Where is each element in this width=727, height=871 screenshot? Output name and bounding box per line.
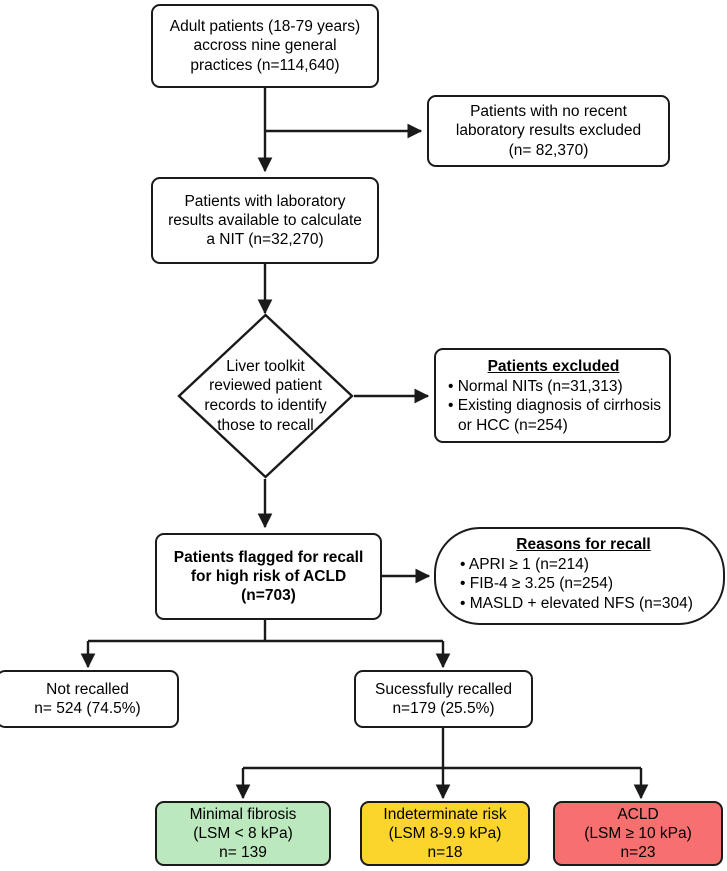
- node-excluded-no-labs-line-3: (n= 82,370): [508, 141, 589, 159]
- node-labs-available-line-2: results available to calculate: [168, 211, 362, 229]
- node-patients-excluded-bullet-1: • Normal NITs (n=31,313): [448, 378, 623, 396]
- node-toolkit-review-line-2: reviewed patient: [209, 377, 322, 395]
- node-minimal-fibrosis-line-2: (LSM < 8 kPa): [193, 824, 293, 842]
- node-flagged-line-2: for high risk of ACLD: [190, 567, 347, 585]
- node-acld: ACLD (LSM ≥ 10 kPa) n=23: [553, 801, 723, 866]
- node-labs-available-line-3: a NIT (n=32,270): [206, 231, 324, 249]
- node-recalled-line-1: Sucessfully recalled: [375, 680, 512, 698]
- node-toolkit-review-line-1: Liver toolkit: [226, 357, 305, 375]
- node-toolkit-review-label: Liver toolkit reviewed patient records t…: [177, 313, 354, 479]
- node-cohort-line-3: practices (n=114,640): [190, 56, 340, 74]
- node-reasons-for-recall-bullet-3: • MASLD + elevated NFS (n=304): [460, 594, 693, 612]
- node-indeterminate-risk-line-1: Indeterminate risk: [383, 805, 507, 823]
- node-flagged-line-1: Patients flagged for recall: [173, 548, 364, 566]
- node-patients-excluded-bullet-2: • Existing diagnosis of cirrhosis: [448, 397, 662, 415]
- node-toolkit-review-line-3: records to identify: [204, 397, 327, 414]
- node-excluded-no-labs-line-1: Patients with no recent: [470, 103, 627, 121]
- node-not-recalled: Not recalled n= 524 (74.5%): [0, 670, 179, 728]
- node-cohort-line-2: accross nine general: [193, 37, 337, 55]
- node-flagged-for-recall: Patients flagged for recall for high ris…: [155, 533, 382, 620]
- node-labs-available: Patients with laboratory results availab…: [151, 177, 379, 264]
- node-minimal-fibrosis-line-1: Minimal fibrosis: [189, 805, 297, 823]
- node-toolkit-review-line-4: those to recall: [217, 416, 314, 434]
- node-indeterminate-risk: Indeterminate risk (LSM 8-9.9 kPa) n=18: [360, 801, 530, 866]
- node-cohort: Adult patients (18-79 years) accross nin…: [151, 4, 379, 88]
- node-successfully-recalled: Sucessfully recalled n=179 (25.5%): [354, 670, 533, 728]
- node-recalled-line-2: n=179 (25.5%): [392, 700, 495, 717]
- node-not-recalled-line-1: Not recalled: [46, 680, 129, 698]
- node-flagged-line-3: (n=703): [241, 587, 296, 605]
- node-acld-line-3: n=23: [620, 844, 656, 862]
- node-reasons-for-recall-bullet-2: • FIB-4 ≥ 3.25 (n=254): [460, 575, 614, 593]
- node-reasons-for-recall: Reasons for recall • APRI ≥ 1 (n=214) • …: [434, 527, 725, 625]
- node-excluded-no-labs-line-2: laboratory results excluded: [455, 122, 642, 140]
- node-indeterminate-risk-line-2: (LSM 8-9.9 kPa): [388, 824, 502, 842]
- node-patients-excluded: Patients excluded • Normal NITs (n=31,31…: [434, 348, 671, 443]
- node-indeterminate-risk-line-3: n=18: [427, 844, 463, 862]
- node-excluded-no-labs: Patients with no recent laboratory resul…: [427, 95, 670, 167]
- node-reasons-for-recall-header: Reasons for recall: [516, 536, 651, 553]
- node-patients-excluded-header: Patients excluded: [487, 358, 620, 375]
- node-acld-line-2: (LSM ≥ 10 kPa): [584, 824, 692, 842]
- node-not-recalled-line-2: n= 524 (74.5%): [34, 700, 141, 717]
- node-labs-available-line-1: Patients with laboratory: [184, 192, 346, 210]
- node-toolkit-review: Liver toolkit reviewed patient records t…: [177, 313, 354, 479]
- node-minimal-fibrosis-line-3: n= 139: [219, 844, 267, 862]
- diamond-shape: [177, 313, 354, 479]
- node-reasons-for-recall-bullet-1: • APRI ≥ 1 (n=214): [460, 556, 589, 574]
- node-minimal-fibrosis: Minimal fibrosis (LSM < 8 kPa) n= 139: [155, 801, 331, 866]
- node-cohort-line-1: Adult patients (18-79 years): [169, 18, 361, 36]
- node-patients-excluded-bullet-3: or HCC (n=254): [458, 416, 568, 434]
- node-acld-line-1: ACLD: [617, 805, 659, 823]
